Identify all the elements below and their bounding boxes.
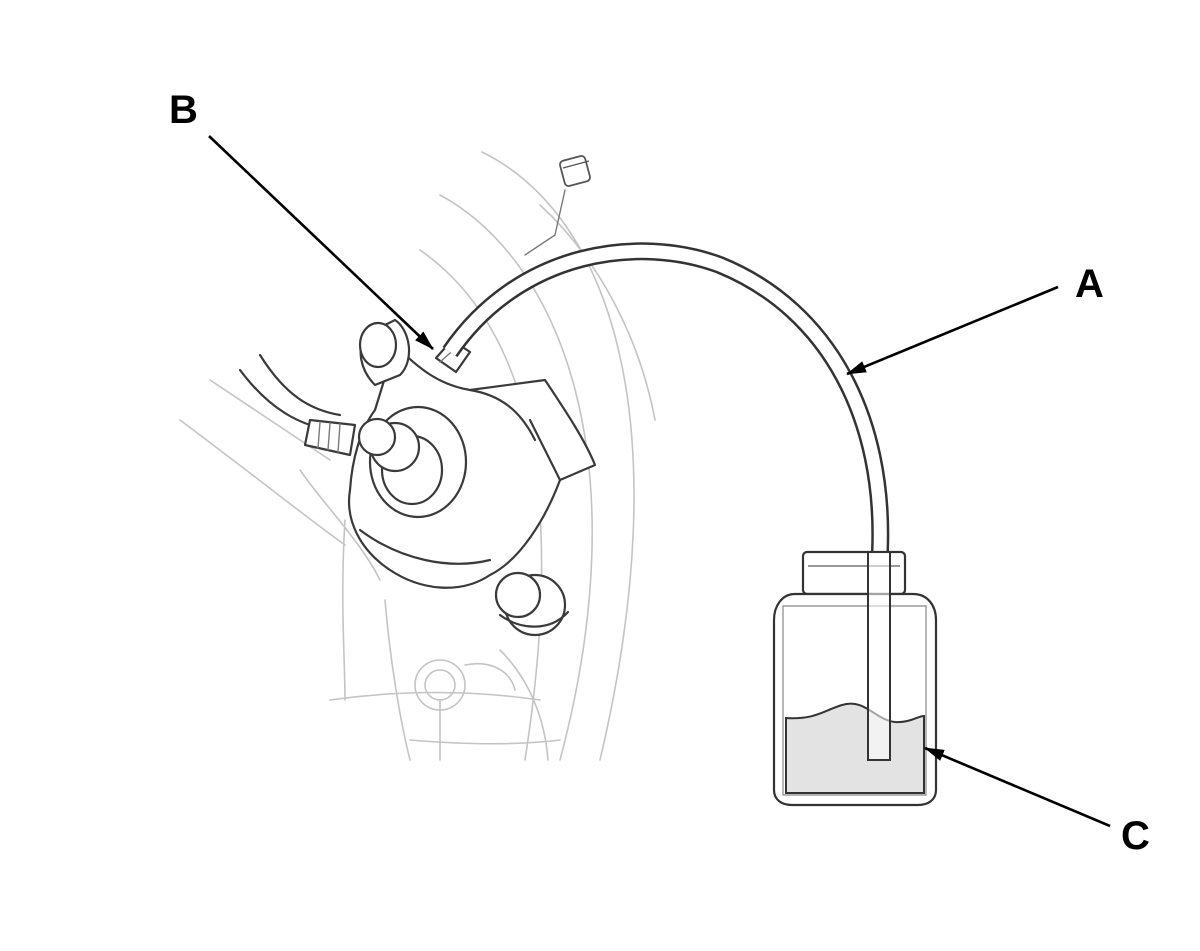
fluid-container (772, 550, 938, 807)
bleeder-cap-icon (524, 155, 591, 256)
callout-label-b: B (169, 88, 198, 132)
brake-caliper (348, 318, 597, 637)
brake-line (238, 353, 357, 457)
brake-disc-outline (179, 151, 656, 761)
callout-label-a: A (1075, 262, 1104, 306)
leader-a (846, 285, 1059, 376)
leader-c (924, 746, 1111, 828)
callout-leaders (208, 135, 1111, 828)
leader-b (208, 135, 434, 350)
callout-label-c: C (1121, 814, 1150, 858)
